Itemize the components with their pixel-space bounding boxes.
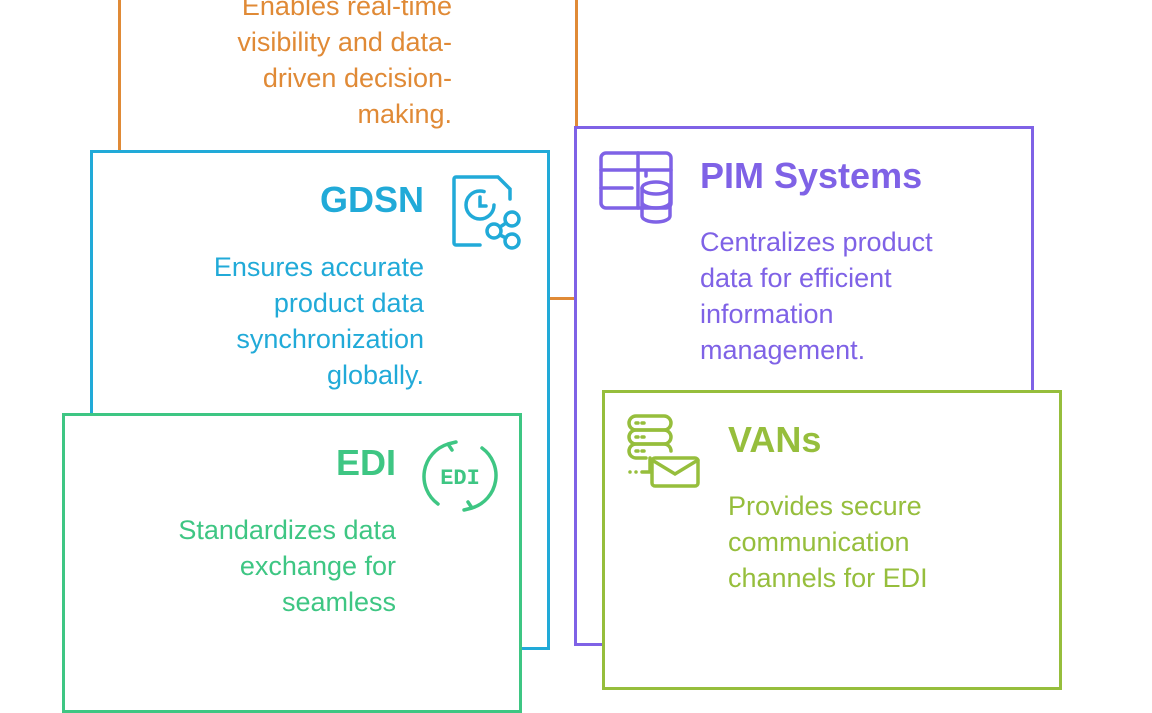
desc-line: communication: [728, 527, 910, 557]
desc-line: information: [700, 299, 834, 329]
edi-cycle-icon: EDI: [422, 440, 498, 512]
desc-line: globally.: [326, 360, 424, 390]
desc-line: exchange for: [239, 551, 396, 581]
desc-line: seamless: [281, 587, 396, 617]
desc-line: data for efficient: [700, 263, 892, 293]
gdsn-description: Ensures accurate product data synchroniz…: [150, 249, 424, 393]
vans-description: Provides secure communication channels f…: [728, 488, 928, 596]
edi-icon-text: EDI: [440, 466, 480, 491]
desc-line: channels for EDI: [728, 563, 928, 593]
pim-description: Centralizes product data for efficient i…: [700, 224, 933, 368]
desc-line: visibility and data-: [237, 27, 452, 57]
desc-line: Enables real-time: [241, 0, 452, 21]
desc-line: Standardizes data: [178, 515, 396, 545]
edi-description: Standardizes data exchange for seamless: [120, 512, 396, 620]
edi-title: EDI: [335, 442, 396, 483]
desc-line: Ensures accurate: [213, 252, 424, 282]
gdsn-title: GDSN: [319, 179, 424, 220]
table-database-icon: [599, 151, 673, 224]
server-mail-icon: [627, 414, 700, 488]
desc-line: synchronization: [236, 324, 424, 354]
desc-line: driven decision-: [262, 63, 452, 93]
pim-title: PIM Systems: [700, 155, 923, 196]
desc-line: management.: [700, 335, 866, 365]
desc-line: product data: [273, 288, 424, 318]
desc-line: Centralizes product: [700, 227, 933, 257]
desc-line: Provides secure: [728, 491, 922, 521]
vans-title: VANs: [728, 419, 822, 460]
desc-line: making.: [357, 99, 452, 129]
erp-description: Enables real-time visibility and data- d…: [150, 0, 452, 132]
document-clock-share-icon: [452, 175, 521, 250]
